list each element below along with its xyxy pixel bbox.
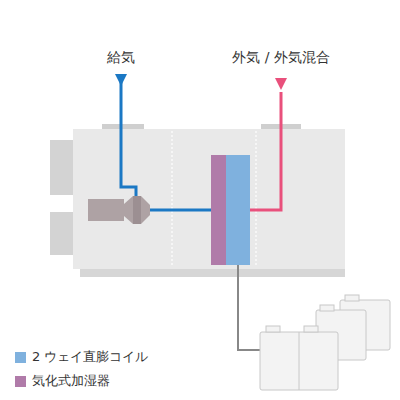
fan — [133, 196, 141, 224]
legend-row: 2 ウェイ直膨コイル — [15, 348, 148, 366]
humidifier — [211, 155, 226, 265]
legend-text: 2 ウェイ直膨コイル — [32, 348, 148, 366]
unit-base — [80, 269, 345, 277]
legend-swatch — [15, 376, 26, 387]
legend-swatch — [15, 352, 26, 363]
legend-row: 気化式加湿器 — [15, 372, 110, 390]
outside-air-line — [250, 92, 281, 210]
supply-air-line — [121, 80, 136, 196]
fan — [124, 196, 150, 224]
outside-air-arrow — [275, 78, 287, 90]
section-line — [171, 131, 172, 267]
outdoor-unit — [260, 295, 390, 390]
side-panel — [50, 140, 74, 195]
side-panel — [50, 212, 74, 255]
refrigerant-pipe — [238, 265, 262, 350]
supply-air-label: 給気 — [107, 49, 135, 66]
section-line — [255, 131, 256, 267]
outside-air-label: 外気 / 外気混合 — [232, 49, 330, 66]
legend-text: 気化式加湿器 — [32, 372, 110, 390]
fan-motor — [88, 199, 124, 221]
unit-housing — [73, 129, 345, 269]
dx-coil — [226, 155, 250, 265]
